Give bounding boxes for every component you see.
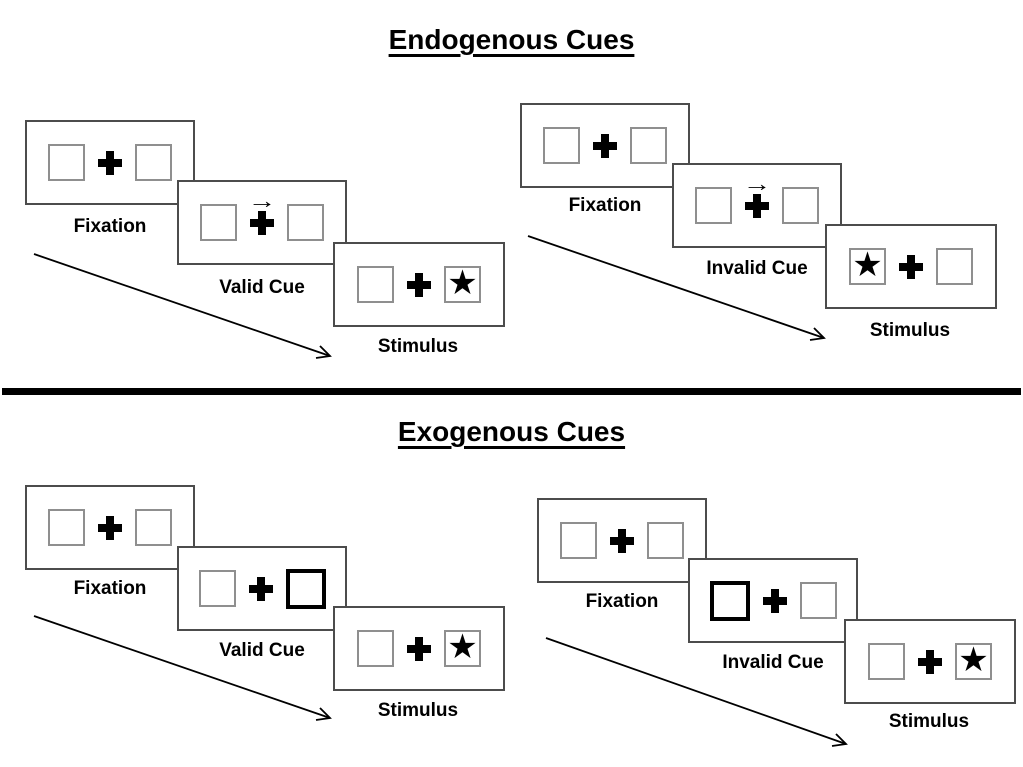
- section-title-exogenous: Exogenous Cues: [0, 416, 1023, 448]
- panel-label-stimulus: Stimulus: [377, 700, 459, 721]
- left-placeholder-box: [48, 509, 85, 546]
- section-title-text: Exogenous Cues: [397, 416, 626, 447]
- fixation-cross-icon: [407, 272, 431, 297]
- fixation-cross-icon: →: [743, 172, 771, 218]
- panel-label-invalid-cue: Invalid Cue: [706, 258, 808, 279]
- cue-panel: [688, 558, 858, 643]
- fixation-cross-icon: [248, 576, 273, 601]
- fixation-cross-icon: [610, 528, 634, 553]
- fixation-cross-icon: [98, 150, 122, 175]
- stimulus-panel: ★: [844, 619, 1016, 704]
- left-placeholder-box: [200, 204, 237, 241]
- fixation-cross-icon: →: [248, 189, 276, 235]
- star-icon: ★: [447, 263, 478, 302]
- left-placeholder-box: [868, 643, 905, 680]
- panel-label-fixation: Fixation: [73, 578, 147, 599]
- right-target-box: ★: [444, 266, 481, 303]
- star-icon: ★: [447, 627, 478, 666]
- right-placeholder-box: [630, 127, 667, 164]
- timeline-arrow: [33, 615, 332, 721]
- left-placeholder-box: [543, 127, 580, 164]
- cue-arrow-icon: →: [247, 187, 277, 213]
- right-placeholder-box: [647, 522, 684, 559]
- stimulus-panel: ★: [825, 224, 997, 309]
- panel-label-fixation: Fixation: [568, 195, 642, 216]
- panel-label-fixation: Fixation: [73, 216, 147, 237]
- panel-label-valid-cue: Valid Cue: [219, 640, 305, 661]
- right-target-box: ★: [955, 643, 992, 680]
- timeline-arrow: [545, 637, 848, 747]
- left-cue-box: [709, 580, 750, 621]
- fixation-panel: [537, 498, 707, 583]
- section-title-endogenous: Endogenous Cues: [0, 24, 1023, 56]
- fixation-cross-icon: [98, 515, 122, 540]
- right-placeholder-box: [135, 144, 172, 181]
- left-placeholder-box: [48, 144, 85, 181]
- left-placeholder-box: [560, 522, 597, 559]
- cue-panel: →: [177, 180, 347, 265]
- right-placeholder-box: [936, 248, 973, 285]
- panel-label-stimulus: Stimulus: [377, 336, 459, 357]
- panel-label-valid-cue: Valid Cue: [219, 277, 305, 298]
- right-placeholder-box: [287, 204, 324, 241]
- fixation-cross-icon: [899, 254, 923, 279]
- cue-arrow-icon: →: [742, 170, 772, 196]
- stimulus-panel: ★: [333, 242, 505, 327]
- panel-label-fixation: Fixation: [585, 591, 659, 612]
- fixation-panel: [25, 485, 195, 570]
- left-placeholder-box: [357, 630, 394, 667]
- left-placeholder-box: [198, 570, 236, 607]
- right-placeholder-box: [135, 509, 172, 546]
- fixation-panel: [520, 103, 690, 188]
- section-divider: [2, 388, 1021, 395]
- panel-label-invalid-cue: Invalid Cue: [722, 652, 824, 673]
- section-title-text: Endogenous Cues: [388, 24, 635, 55]
- star-icon: ★: [852, 245, 883, 284]
- left-placeholder-box: [357, 266, 394, 303]
- right-placeholder-box: [782, 187, 819, 224]
- fixation-cross-icon: [918, 649, 942, 674]
- left-placeholder-box: [695, 187, 732, 224]
- panel-label-stimulus: Stimulus: [888, 711, 970, 732]
- timeline-arrow: [33, 253, 332, 359]
- star-icon: ★: [958, 640, 989, 679]
- fixation-cross-icon: [593, 133, 617, 158]
- fixation-cross-icon: [407, 636, 431, 661]
- fixation-panel: [25, 120, 195, 205]
- cue-panel: →: [672, 163, 842, 248]
- right-placeholder-box: [799, 582, 837, 619]
- right-target-box: ★: [444, 630, 481, 667]
- timeline-arrow: [527, 235, 826, 341]
- fixation-cross-icon: [762, 588, 787, 613]
- left-target-box: ★: [849, 248, 886, 285]
- panel-label-stimulus: Stimulus: [869, 320, 951, 341]
- cue-panel: [177, 546, 347, 631]
- right-cue-box: [285, 568, 326, 609]
- stimulus-panel: ★: [333, 606, 505, 691]
